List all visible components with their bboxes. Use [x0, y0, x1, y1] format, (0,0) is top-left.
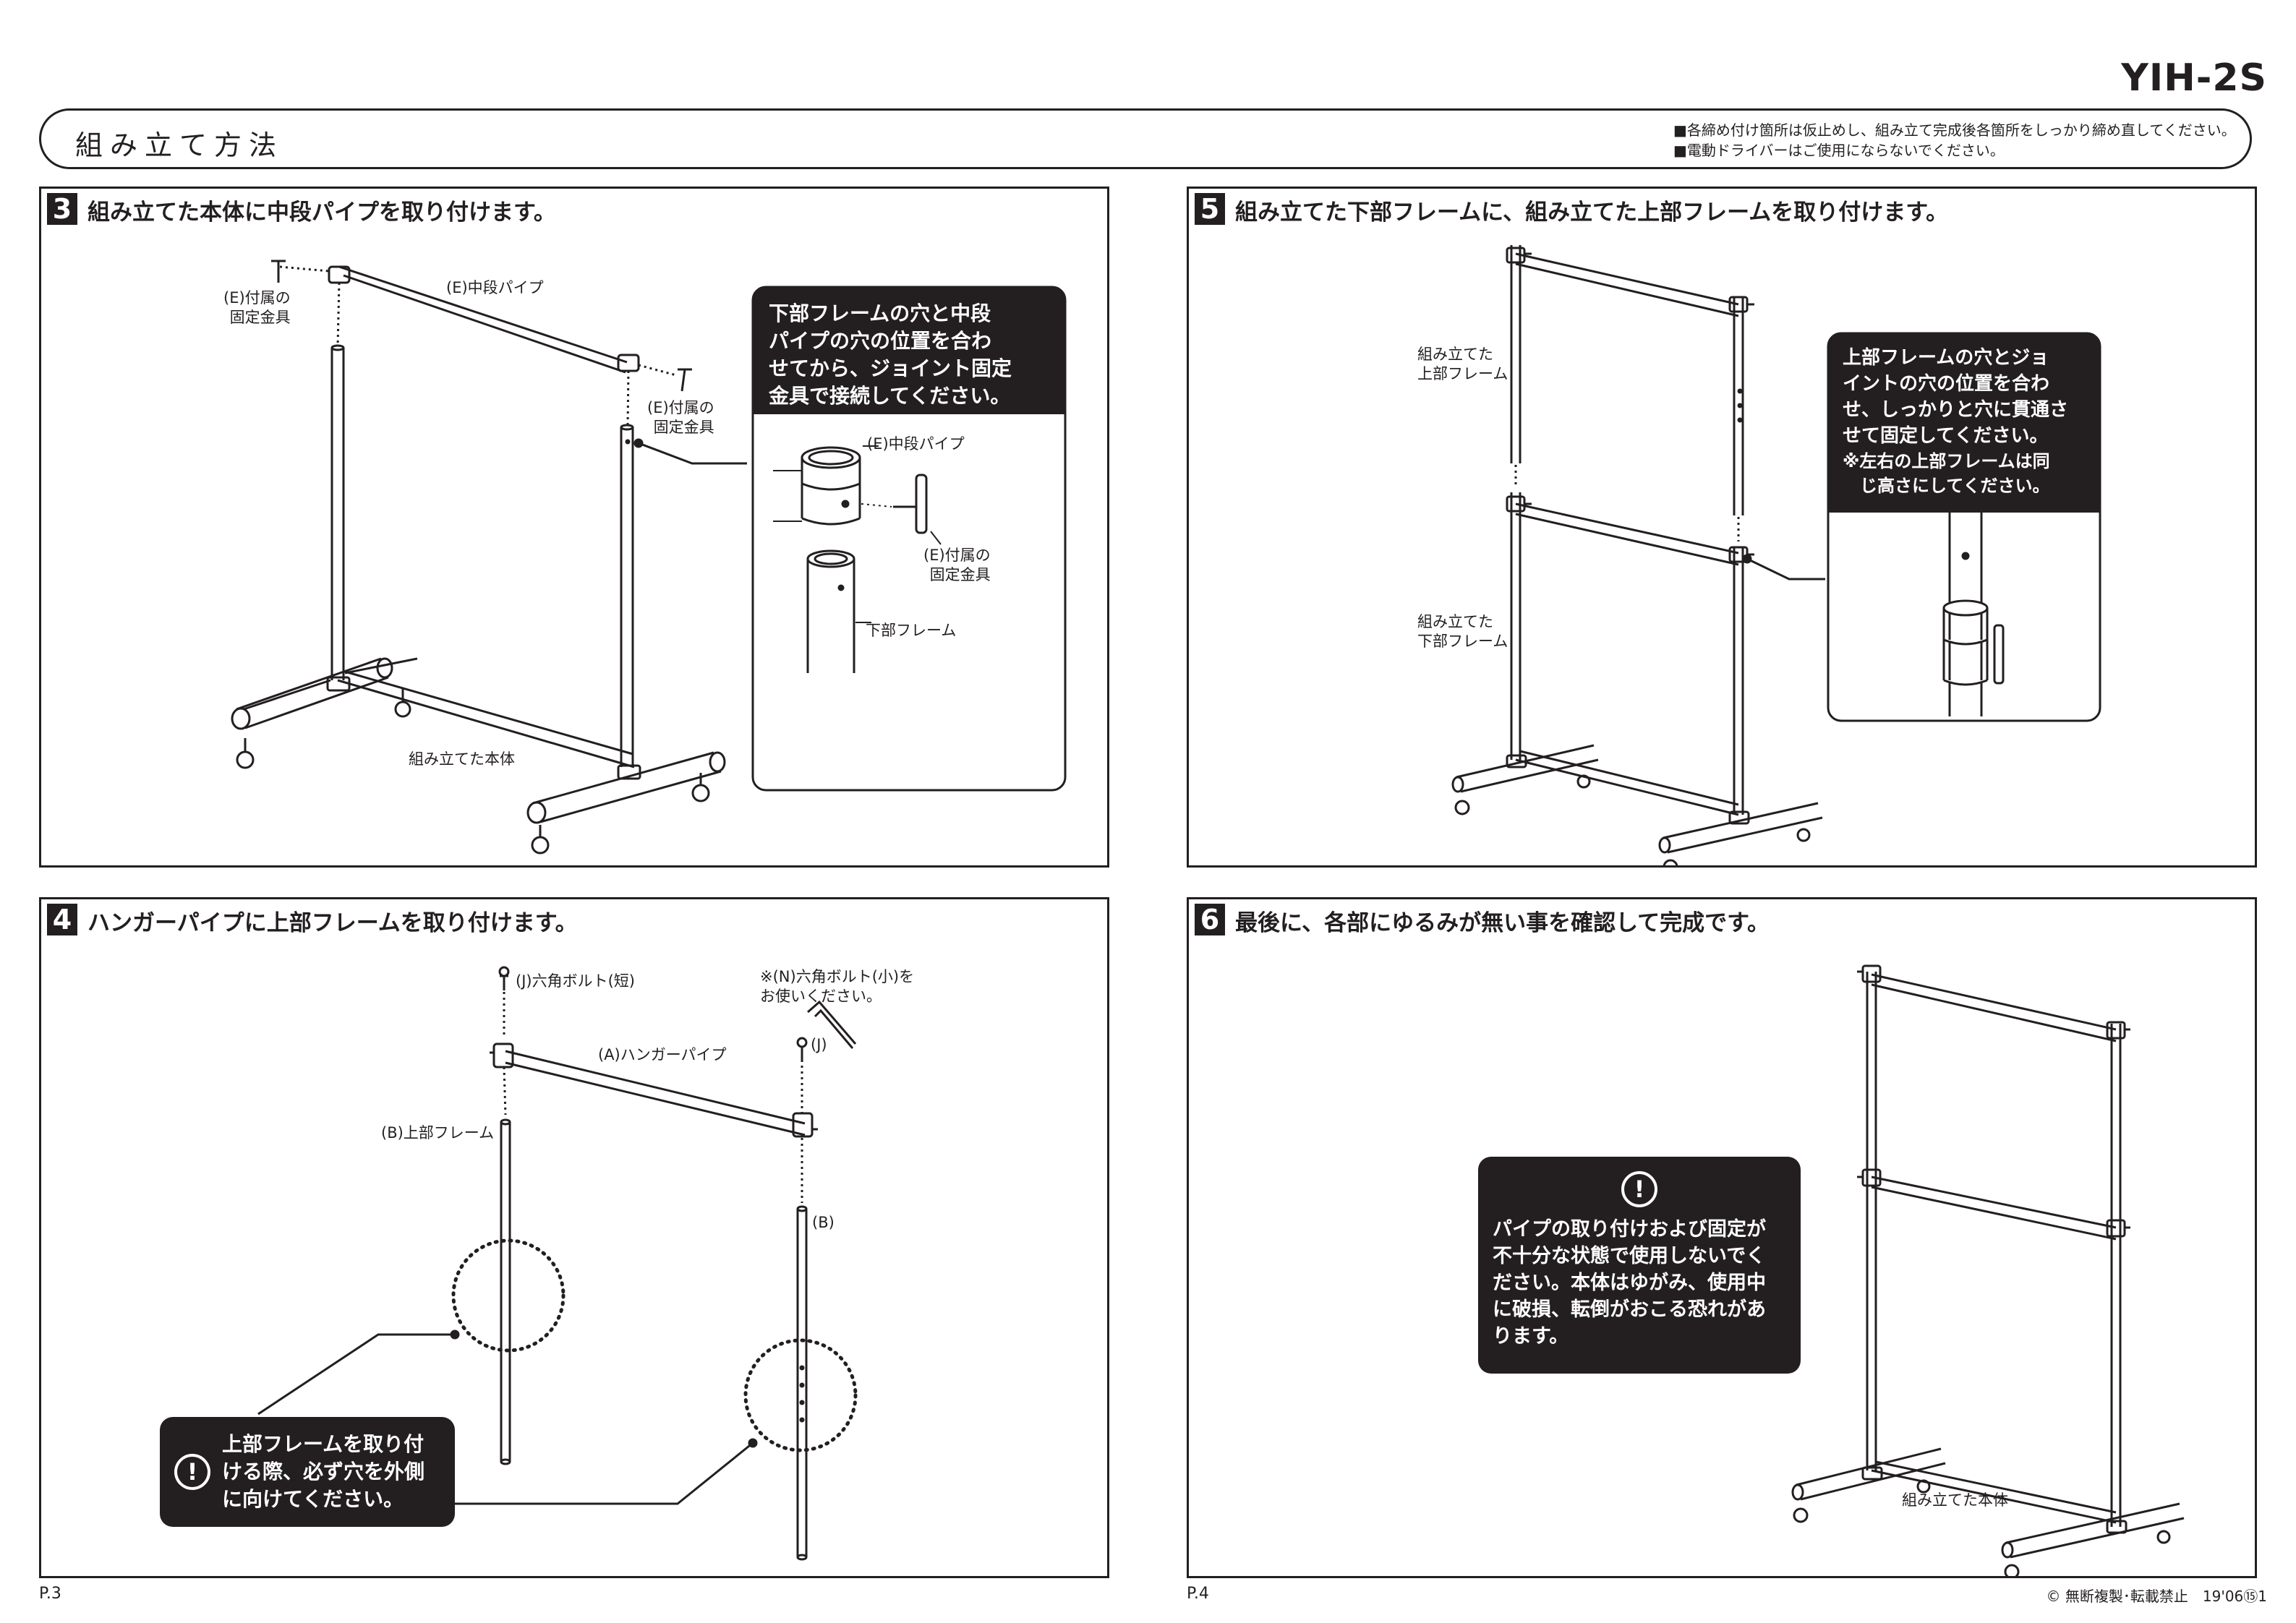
fitting-label: (E)付属の 固定金具: [647, 399, 714, 436]
step-6-callout: ! パイプの取り付けおよび固定が 不十分な状態で使用しないでく ださい。本体はゆ…: [1478, 1157, 1801, 1374]
callout-text: パイプの取り付けおよび固定が 不十分な状態で使用しないでく ださい。本体はゆがみ…: [1493, 1218, 1766, 1348]
step-6-illustration: [1791, 964, 2185, 1576]
note-item: ■各締め付け箇所は仮止めし、組み立て完成後各箇所をしっかり締め直してください。: [1673, 121, 2236, 139]
model-number: YIH-2S: [2121, 56, 2267, 100]
step-5-illustration: [1451, 245, 2101, 865]
upper-frame-label: (B)上部フレーム: [381, 1124, 495, 1142]
step-number: 3: [47, 193, 77, 225]
note-item: ■電動ドライバーはご使用にならないでください。: [1673, 142, 2005, 159]
step-3-panel: 3 組み立てた本体に中段パイプを取り付けます。 (E)付属の 固定金具 (E)中…: [39, 187, 1109, 868]
page-number-right: P.4: [1187, 1585, 1209, 1603]
warning-icon: !: [174, 1454, 210, 1490]
hanger-pipe-label: (A)ハンガーパイプ: [598, 1046, 727, 1063]
step-title: 最後に、各部にゆるみが無い事を確認して完成です。: [1235, 909, 1770, 936]
step-number: 6: [1195, 904, 1225, 935]
callout-text: 上部フレームを取り付 ける際、必ず穴を外側 に向けてください。: [222, 1432, 425, 1511]
warning-icon: !: [1621, 1171, 1657, 1207]
callout-text: 下部フレームの穴と中段 パイプの穴の位置を合わ せてから、ジョイント固定 金具で…: [769, 301, 1012, 408]
step-6-panel: 6 最後に、各部にゆるみが無い事を確認して完成です。 ! パイプの取り付けおよび…: [1187, 897, 2257, 1578]
middle-pipe-label: (E)中段パイプ: [446, 279, 544, 296]
step-5-callout: 上部フレームの穴とジョ イントの穴の位置を合わ せ、しっかりと穴に貫通さ せて固…: [1828, 333, 2100, 513]
page-number-left: P.3: [39, 1585, 61, 1603]
step-title: ハンガーパイプに上部フレームを取り付けます。: [88, 909, 578, 936]
bolt-j-label: (J): [811, 1036, 827, 1053]
step-3-callout: 下部フレームの穴と中段 パイプの穴の位置を合わ せてから、ジョイント固定 金具で…: [753, 287, 1065, 414]
step-3-illustration: [231, 260, 1067, 855]
upper-frame-label: 組み立てた 上部フレーム: [1417, 346, 1508, 382]
detail-fitting-label: (E)付属の 固定金具: [923, 547, 991, 583]
step-5-header: 5 組み立てた下部フレームに、組み立てた上部フレームを取り付けます。: [1189, 189, 1948, 226]
step-title: 組み立てた本体に中段パイプを取り付けます。: [88, 199, 556, 226]
callout-note: ※左右の上部フレームは同 じ高さにしてください。: [1843, 451, 2050, 496]
step-4-illustration: [257, 966, 858, 1561]
callout-text: 上部フレームの穴とジョ イントの穴の位置を合わ せ、しっかりと穴に貫通さ せて固…: [1843, 347, 2069, 447]
step-5-panel: 5 組み立てた下部フレームに、組み立てた上部フレームを取り付けます。 組み立てた…: [1187, 187, 2257, 868]
step-6-header: 6 最後に、各部にゆるみが無い事を確認して完成です。: [1189, 899, 1770, 937]
section-title: 組み立て方法: [75, 129, 284, 161]
step-title: 組み立てた下部フレームに、組み立てた上部フレームを取り付けます。: [1235, 199, 1949, 226]
assembly-notes: ■各締め付け箇所は仮止めし、組み立て完成後各箇所をしっかり締め直してください。 …: [1673, 120, 2236, 160]
section-header-bar: [39, 108, 2252, 169]
body-label: 組み立てた本体: [1902, 1491, 2008, 1509]
step-number: 4: [47, 904, 77, 935]
wrench-note: ※(N)六角ボルト(小)を お使いください。: [760, 968, 915, 1005]
step-3-header: 3 組み立てた本体に中段パイプを取り付けます。: [41, 189, 556, 226]
step-number: 5: [1195, 193, 1225, 225]
detail-middle-pipe-label: (E)中段パイプ: [867, 435, 965, 453]
body-label: 組み立てた本体: [409, 750, 515, 768]
step-4-callout: ! 上部フレームを取り付 ける際、必ず穴を外側 に向けてください。: [160, 1417, 455, 1527]
copyright-notice: © 無断複製･転載禁止 19'06⑮1: [2046, 1588, 2267, 1605]
bolt-short-label: (J)六角ボルト(短): [516, 972, 635, 990]
upper-frame-b-label: (B): [812, 1214, 835, 1231]
fitting-label: (E)付属の 固定金具: [223, 289, 291, 326]
lower-frame-label: 組み立てた 下部フレーム: [1417, 613, 1508, 650]
step-4-header: 4 ハンガーパイプに上部フレームを取り付けます。: [41, 899, 578, 937]
detail-lower-frame-label: 下部フレーム: [866, 622, 957, 639]
step-4-panel: 4 ハンガーパイプに上部フレームを取り付けます。 (J)六角ボルト(短) ※(N…: [39, 897, 1109, 1578]
